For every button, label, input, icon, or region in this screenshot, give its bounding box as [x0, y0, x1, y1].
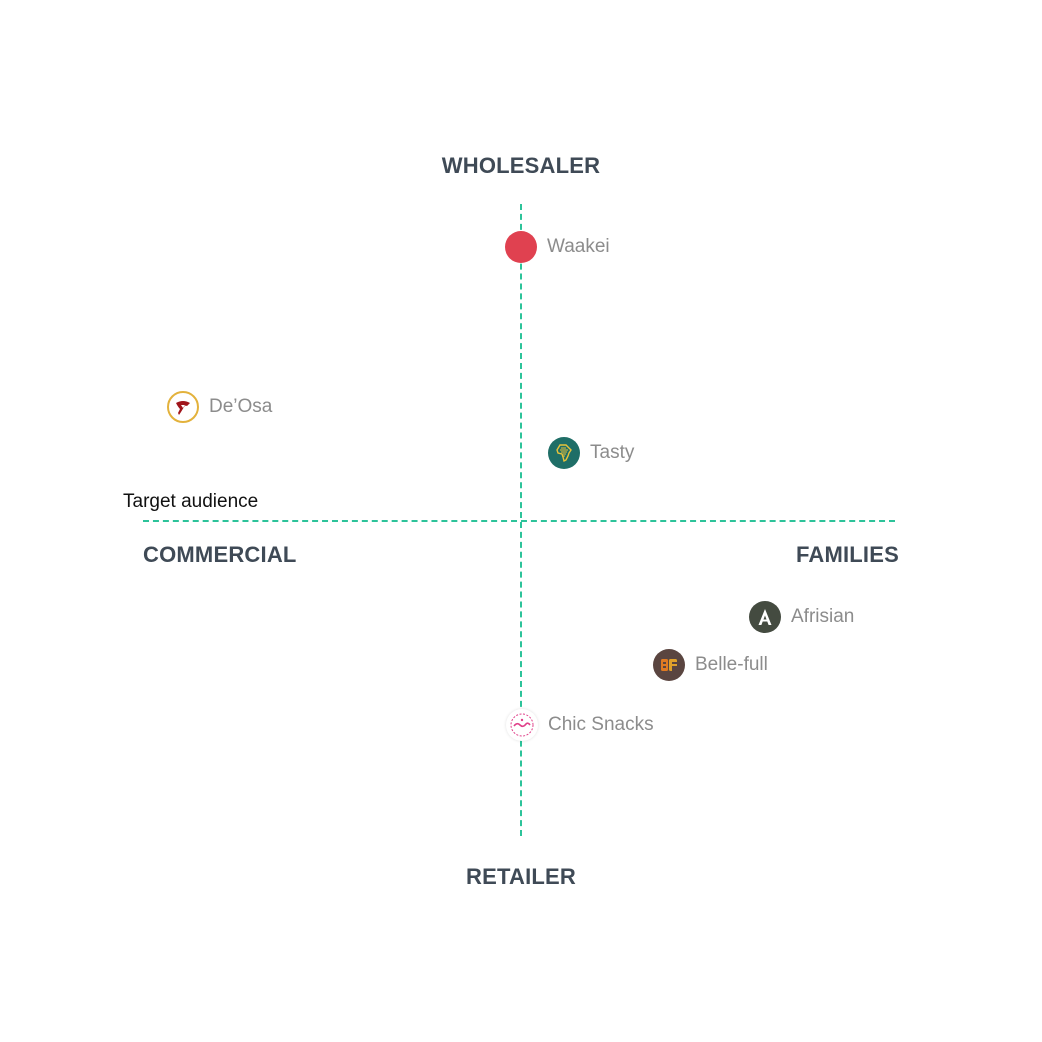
brand-name: Afrisian [791, 606, 855, 627]
axis-label-families: FAMILIES [795, 542, 899, 567]
letter-a-icon [749, 601, 781, 633]
chic-snacks-logo-icon [506, 709, 538, 741]
red-dot-icon [505, 231, 537, 263]
brand-bellefull: Belle-full [653, 649, 768, 681]
brand-name: Chic Snacks [548, 714, 654, 735]
brand-name: Belle-full [695, 654, 768, 675]
deosa-logo-icon [167, 391, 199, 423]
brand-name: De’Osa [209, 396, 273, 417]
brand-tasty: Tasty [548, 437, 634, 469]
axis-label-wholesaler: WHOLESALER [441, 153, 601, 178]
brand-afrisian: Afrisian [749, 601, 854, 633]
horizontal-axis-line [143, 520, 895, 522]
brand-name: Tasty [590, 442, 635, 463]
brand-chicsnacks: Chic Snacks [506, 709, 654, 741]
brand-deosa: De’Osa [167, 391, 272, 423]
axis-label-commercial: COMMERCIAL [143, 542, 297, 567]
target-audience-label: Target audience [123, 491, 259, 512]
brand-waakei: Waakei [505, 231, 610, 263]
bf-monogram-icon [653, 649, 685, 681]
axis-label-retailer: RETAILER [466, 864, 576, 889]
africa-map-icon [548, 437, 580, 469]
brand-name: Waakei [547, 236, 610, 257]
